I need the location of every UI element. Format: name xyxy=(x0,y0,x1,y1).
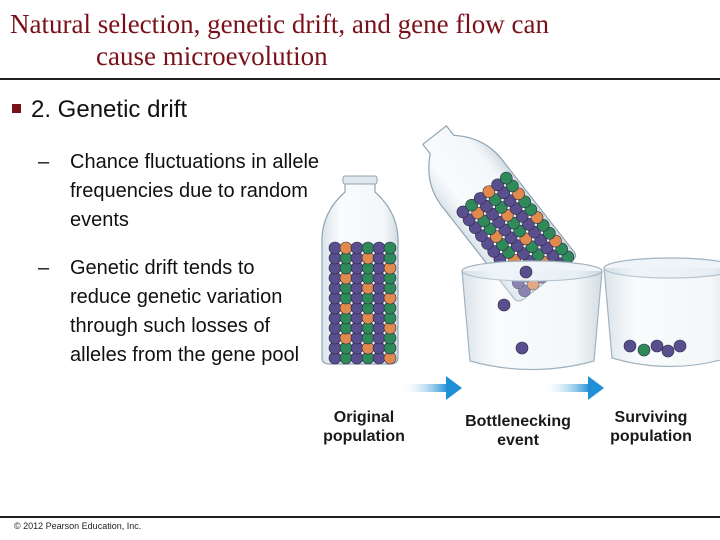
caption-line: Original xyxy=(333,409,395,426)
bead xyxy=(328,241,342,255)
bead xyxy=(650,339,664,353)
bead xyxy=(497,298,511,312)
bead xyxy=(515,341,529,355)
bead xyxy=(372,241,386,255)
caption-bottlenecking-event: Bottlenecking event xyxy=(450,412,586,450)
bottle-beads xyxy=(328,241,397,365)
arrow-icon xyxy=(400,376,462,400)
square-bullet-icon xyxy=(12,104,21,114)
subpoint-1-text: Chance fluctuations in allele frequencie… xyxy=(70,151,320,231)
bead xyxy=(661,344,675,358)
surviving-beads xyxy=(623,339,687,358)
falling-beads xyxy=(497,265,533,355)
caption-line: event xyxy=(497,432,539,449)
bottleneck-diagram xyxy=(321,125,720,400)
title-line-2: cause microevolution xyxy=(96,41,328,71)
caption-line: Surviving xyxy=(614,409,688,426)
subpoint-2-text: Genetic drift tends to reduce genetic va… xyxy=(70,257,300,366)
slide-title: Natural selection, genetic drift, and ge… xyxy=(10,8,710,72)
bead xyxy=(637,343,651,357)
caption-line: Bottlenecking xyxy=(465,413,571,430)
subpoint-2: – Genetic drift tends to reduce genetic … xyxy=(38,254,320,370)
surviving-glass xyxy=(603,257,720,368)
main-bullet-text: 2. Genetic drift xyxy=(31,96,188,123)
caption-line: population xyxy=(610,428,692,445)
bead xyxy=(350,241,364,255)
bottleneck-glass xyxy=(461,260,603,371)
footer-divider xyxy=(0,516,720,518)
bead xyxy=(383,241,397,255)
original-bottle xyxy=(321,175,399,365)
title-line-1: Natural selection, genetic drift, and ge… xyxy=(10,9,550,39)
dash-marker: – xyxy=(38,151,50,173)
caption-surviving-population: Surviving population xyxy=(596,408,706,446)
caption-line: population xyxy=(323,428,405,445)
subpoint-1: – Chance fluctuations in allele frequenc… xyxy=(38,148,320,235)
genetic-drift-illustration: Original population Bottlenecking event … xyxy=(300,96,720,496)
bead xyxy=(499,171,513,185)
bead xyxy=(673,339,687,353)
title-divider xyxy=(0,78,720,80)
bead xyxy=(361,241,375,255)
copyright-notice: © 2012 Pearson Education, Inc. xyxy=(14,521,142,531)
arrow-icon xyxy=(542,376,604,400)
bead xyxy=(519,265,533,279)
dash-marker: – xyxy=(38,257,50,279)
caption-original-population: Original population xyxy=(312,408,416,446)
bead xyxy=(623,339,637,353)
bead xyxy=(339,241,353,255)
main-bullet: 2. Genetic drift xyxy=(12,96,187,124)
